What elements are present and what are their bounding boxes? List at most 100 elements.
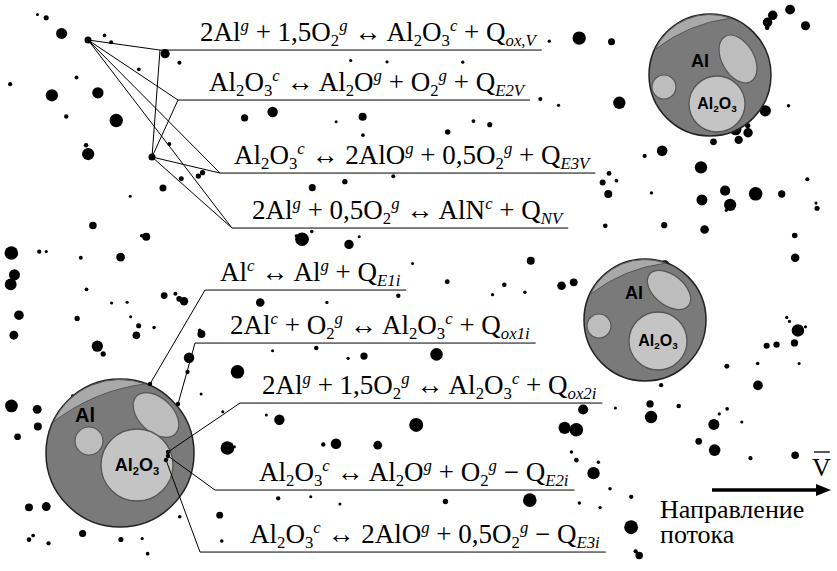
formula-run: 3 — [264, 81, 272, 100]
formula-run: 2 — [713, 103, 719, 114]
gas-molecule — [724, 364, 729, 369]
formula-run: g — [489, 456, 497, 475]
gas-molecule — [185, 370, 189, 374]
gas-molecule — [85, 287, 89, 291]
formula-run: g — [339, 16, 347, 35]
formula-run: ↔ Al — [280, 67, 346, 97]
gas-molecule — [141, 537, 144, 540]
inclusion-ellipse — [640, 263, 698, 318]
gas-molecule — [791, 452, 799, 460]
phase-label: Al2O3 — [638, 332, 677, 350]
gas-molecule — [221, 441, 235, 455]
formula-run: Al — [697, 95, 713, 112]
formula-run: + Q — [329, 257, 377, 287]
leader-line — [178, 343, 195, 404]
gas-molecule — [792, 324, 805, 337]
reaction-equation: Al2O3c ↔ Al2Og + O2g + QE2V — [207, 67, 526, 98]
formula-run: 2 — [346, 81, 354, 100]
gas-molecule — [267, 107, 277, 117]
formula-run: Al — [691, 51, 709, 71]
gas-molecule — [791, 253, 799, 261]
inclusion-circle — [587, 314, 611, 338]
gas-molecule — [331, 438, 342, 449]
formula-run: 2 — [133, 464, 139, 476]
formula-run: ox,V — [506, 31, 536, 50]
gas-molecule — [361, 133, 365, 137]
gas-molecule — [241, 114, 248, 121]
leader-origin — [166, 450, 170, 454]
gas-molecule — [676, 404, 681, 409]
gas-molecule — [200, 393, 203, 396]
inclusion-circle — [75, 427, 103, 455]
gas-molecule — [45, 250, 48, 253]
gas-molecule — [443, 499, 448, 504]
reaction-equation: 2Alg + 0,5O2g ↔ AlNc + QNV — [250, 195, 564, 226]
gas-molecule — [344, 240, 353, 249]
equation-underline — [232, 228, 568, 229]
oxide-cap — [53, 380, 145, 422]
gas-molecule — [587, 467, 599, 479]
gas-molecule — [46, 541, 50, 545]
gas-molecule — [569, 423, 583, 437]
flow-direction-label: Направление потока — [660, 497, 832, 547]
leader-line — [152, 50, 160, 157]
gas-molecule — [791, 339, 798, 346]
formula-run: O — [354, 67, 374, 97]
formula-run: g — [374, 66, 382, 85]
gas-molecule — [89, 222, 97, 230]
formula-run: c — [322, 456, 329, 475]
formula-run: 2 — [261, 154, 269, 173]
gas-molecule — [36, 13, 39, 16]
formula-run: 2 — [476, 384, 484, 403]
equation-underline — [220, 173, 595, 174]
gas-molecule — [335, 120, 338, 123]
gas-molecule — [696, 194, 707, 205]
oxide-core-circle — [101, 429, 173, 501]
gas-molecule — [265, 414, 268, 417]
leader-origin — [85, 37, 92, 44]
leader-line — [88, 40, 178, 100]
gas-molecule — [37, 250, 41, 254]
gas-molecule — [31, 534, 35, 538]
gas-molecule — [233, 445, 236, 448]
formula-run: + 1,5O — [249, 17, 331, 47]
formula-run: 2Al — [200, 17, 241, 47]
gas-molecule — [184, 353, 194, 363]
gas-molecule — [74, 316, 79, 321]
gas-molecule — [221, 410, 224, 413]
leader-line — [152, 157, 220, 173]
gas-molecule — [646, 400, 653, 407]
formula-run: ↔ AlN — [400, 195, 486, 225]
gas-molecule — [695, 438, 702, 445]
gas-molecule — [196, 173, 201, 178]
formula-run: O — [285, 519, 305, 549]
formula-run: c — [272, 66, 279, 85]
gas-molecule — [798, 362, 801, 365]
gas-molecule — [785, 5, 795, 15]
leader-origin — [149, 154, 156, 161]
formula-run: Al — [220, 257, 247, 287]
particle-body — [46, 379, 194, 527]
particle-circle: AlAl2O3 — [583, 258, 707, 382]
gas-molecule — [5, 400, 18, 413]
formula-run: O — [484, 370, 504, 400]
gas-molecule — [734, 136, 742, 144]
gas-molecule — [557, 281, 566, 290]
formula-run: c — [485, 194, 492, 213]
formula-run: + Q — [447, 67, 495, 97]
formula-run: Al — [234, 140, 261, 170]
gas-molecule — [709, 444, 721, 456]
gas-molecule — [276, 496, 280, 500]
formula-run: 3 — [672, 340, 678, 351]
formula-run: + 1,5O — [311, 370, 393, 400]
gas-molecule — [608, 38, 615, 45]
formula-run: 3 — [442, 31, 450, 50]
gas-molecule — [608, 487, 611, 490]
equation-underline — [240, 403, 602, 404]
gas-molecule — [445, 279, 450, 284]
gas-molecule — [792, 233, 798, 239]
leader-origin — [164, 458, 168, 462]
gas-molecule — [75, 76, 79, 80]
gas-molecule — [548, 40, 551, 43]
formula-run: 3 — [437, 324, 445, 343]
